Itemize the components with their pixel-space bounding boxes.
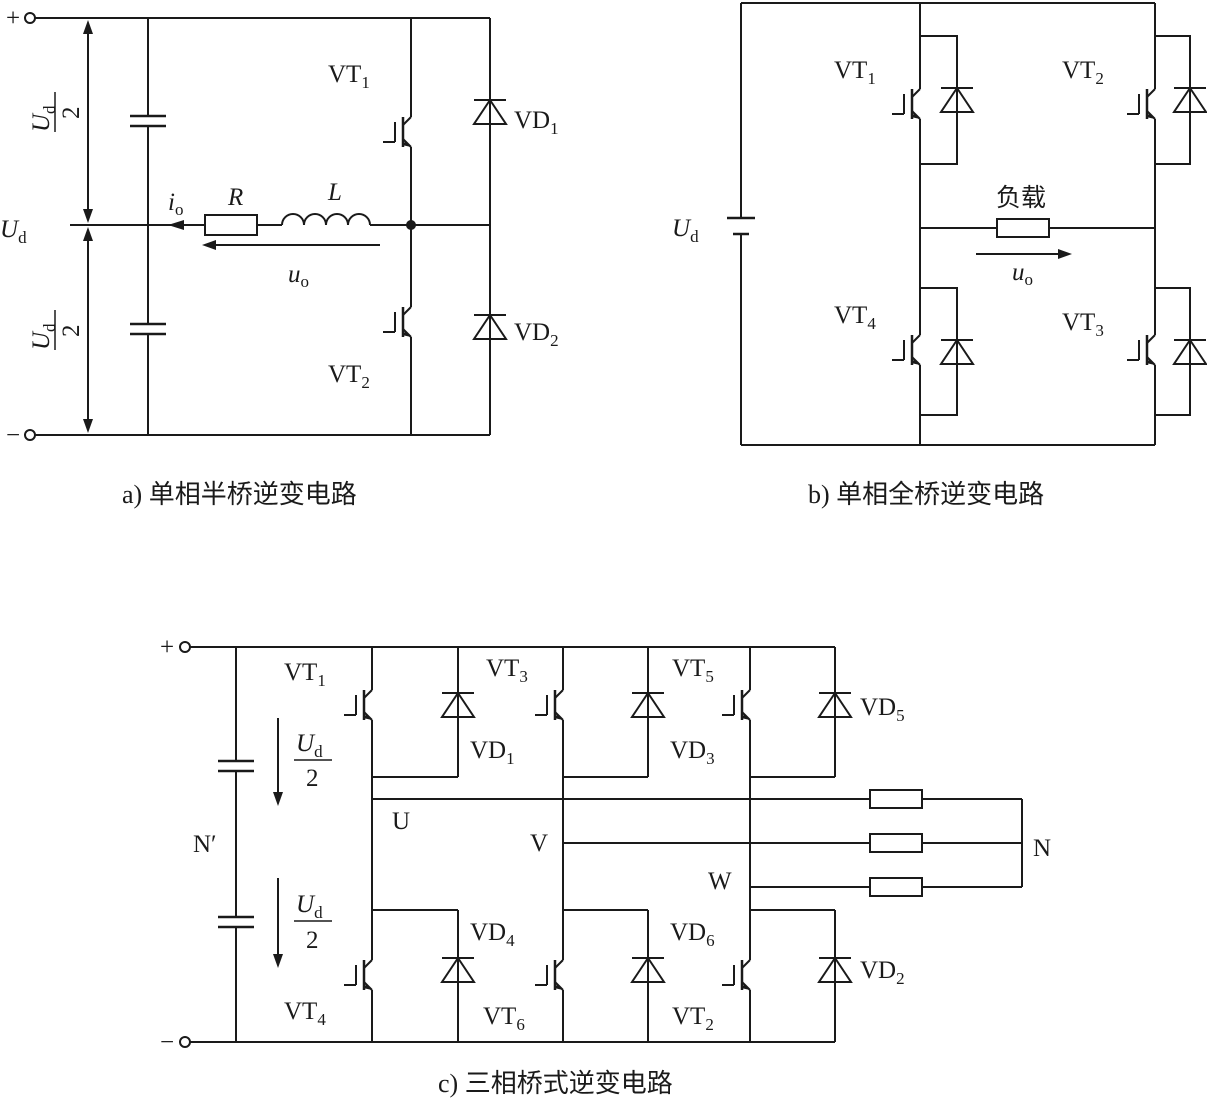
svg-text:Ud: Ud — [296, 891, 323, 922]
igbt-vt5-c — [720, 671, 752, 739]
caption-c: c) 三相桥式逆变电路 — [438, 1069, 673, 1098]
vd1-label-a: VD1 — [514, 107, 559, 138]
igbt-vt3-c — [533, 671, 565, 739]
resistor-label-a: R — [227, 184, 243, 211]
current-label-a: io — [168, 189, 183, 219]
phase-u-label-c: U — [392, 808, 410, 835]
igbt-vt1-c — [342, 671, 374, 739]
ud-label-b: Ud — [672, 215, 699, 246]
circuit-a-half-bridge — [24, 12, 491, 441]
igbt-vt1-b — [890, 70, 922, 138]
svg-text:2: 2 — [306, 765, 319, 792]
vd2-label-c: VD2 — [860, 957, 905, 988]
svg-text:Ud: Ud — [296, 730, 323, 761]
load-resistor-b — [996, 218, 1050, 238]
igbt-vt3-b — [1125, 316, 1157, 384]
svg-text:2: 2 — [58, 107, 85, 120]
terminal-minus-c — [179, 1036, 191, 1048]
ud-half-top-c: Ud 2 — [294, 730, 332, 792]
igbt-vt4-c — [342, 941, 374, 1009]
igbt-vt4-b — [890, 316, 922, 384]
vt5-label-c: VT5 — [672, 655, 714, 686]
ud-half-bottom-a: Ud 2 — [28, 310, 85, 350]
vt4-label-b: VT4 — [834, 302, 876, 333]
vt2-label-a: VT2 — [328, 361, 370, 392]
circuit-c-three-phase-bridge — [179, 641, 1023, 1048]
n-prime-label-c: N′ — [193, 831, 217, 858]
vd4-label-c: VD4 — [470, 919, 515, 950]
inductor-label-a: L — [327, 179, 342, 206]
svg-text:Ud: Ud — [28, 105, 59, 132]
terminal-plus-c — [179, 641, 191, 653]
igbt-vt6-c — [533, 941, 565, 1009]
caption-b: b) 单相全桥逆变电路 — [808, 480, 1044, 509]
vt1-label-c: VT1 — [284, 659, 326, 690]
svg-text:2: 2 — [58, 325, 85, 338]
voltage-arrow-a — [202, 240, 380, 250]
caption-a: a) 单相半桥逆变电路 — [122, 480, 357, 509]
load-u-c — [869, 789, 923, 809]
terminal-plus-a — [24, 12, 36, 24]
minus-label-a: − — [6, 422, 20, 449]
vd6-label-c: VD6 — [670, 919, 715, 950]
vt6-label-c: VT6 — [483, 1003, 525, 1034]
capacitor-bottom-c — [216, 915, 256, 929]
current-arrow-a — [168, 220, 184, 230]
vt2-label-b: VT2 — [1062, 57, 1104, 88]
vt3-label-c: VT3 — [486, 655, 528, 686]
vd5-label-c: VD5 — [860, 694, 905, 725]
igbt-vt2-c — [720, 941, 752, 1009]
voltage-arrow-b — [976, 249, 1072, 259]
voltage-label-a: uo — [288, 261, 309, 291]
vt3-label-b: VT3 — [1062, 309, 1104, 340]
igbt-vt1-a — [381, 98, 413, 166]
voltage-label-b: uo — [1012, 259, 1033, 289]
load-label-b: 负载 — [996, 184, 1046, 212]
circuit-b-full-bridge — [740, 2, 1191, 446]
phase-v-label-c: V — [530, 830, 548, 857]
vt1-label-a: VT1 — [328, 61, 370, 92]
inductor-l — [281, 213, 371, 226]
junction-dot-a — [406, 220, 416, 230]
ud-half-top-a: Ud 2 — [28, 92, 85, 132]
ud-half-arrows-c — [273, 718, 283, 968]
svg-text:Ud: Ud — [28, 323, 59, 350]
vt2-label-c: VT2 — [672, 1003, 714, 1034]
igbt-vt2-b — [1125, 70, 1157, 138]
battery-ud-b — [727, 216, 755, 236]
ud-half-arrows-a — [83, 20, 93, 433]
resistor-r — [204, 214, 258, 236]
terminal-minus-a — [24, 429, 36, 441]
igbt-vt2-a — [381, 288, 413, 356]
phase-w-label-c: W — [708, 868, 732, 895]
vt1-label-b: VT1 — [834, 57, 876, 88]
svg-text:2: 2 — [306, 927, 319, 954]
capacitor-top-a — [128, 114, 168, 128]
vd1-label-c: VD1 — [470, 737, 515, 768]
load-w-c — [869, 877, 923, 897]
vd3-label-c: VD3 — [670, 737, 715, 768]
ud-half-bottom-c: Ud 2 — [294, 891, 332, 954]
vt4-label-c: VT4 — [284, 998, 326, 1029]
vd2-label-a: VD2 — [514, 319, 559, 350]
capacitor-top-c — [216, 759, 256, 773]
load-v-c — [869, 833, 923, 853]
n-label-c: N — [1033, 835, 1051, 862]
plus-label-c: + — [160, 634, 174, 661]
plus-label-a: + — [6, 5, 20, 32]
capacitor-bottom-a — [128, 322, 168, 336]
minus-label-c: − — [160, 1029, 174, 1056]
ud-label-a: Ud — [0, 216, 27, 247]
